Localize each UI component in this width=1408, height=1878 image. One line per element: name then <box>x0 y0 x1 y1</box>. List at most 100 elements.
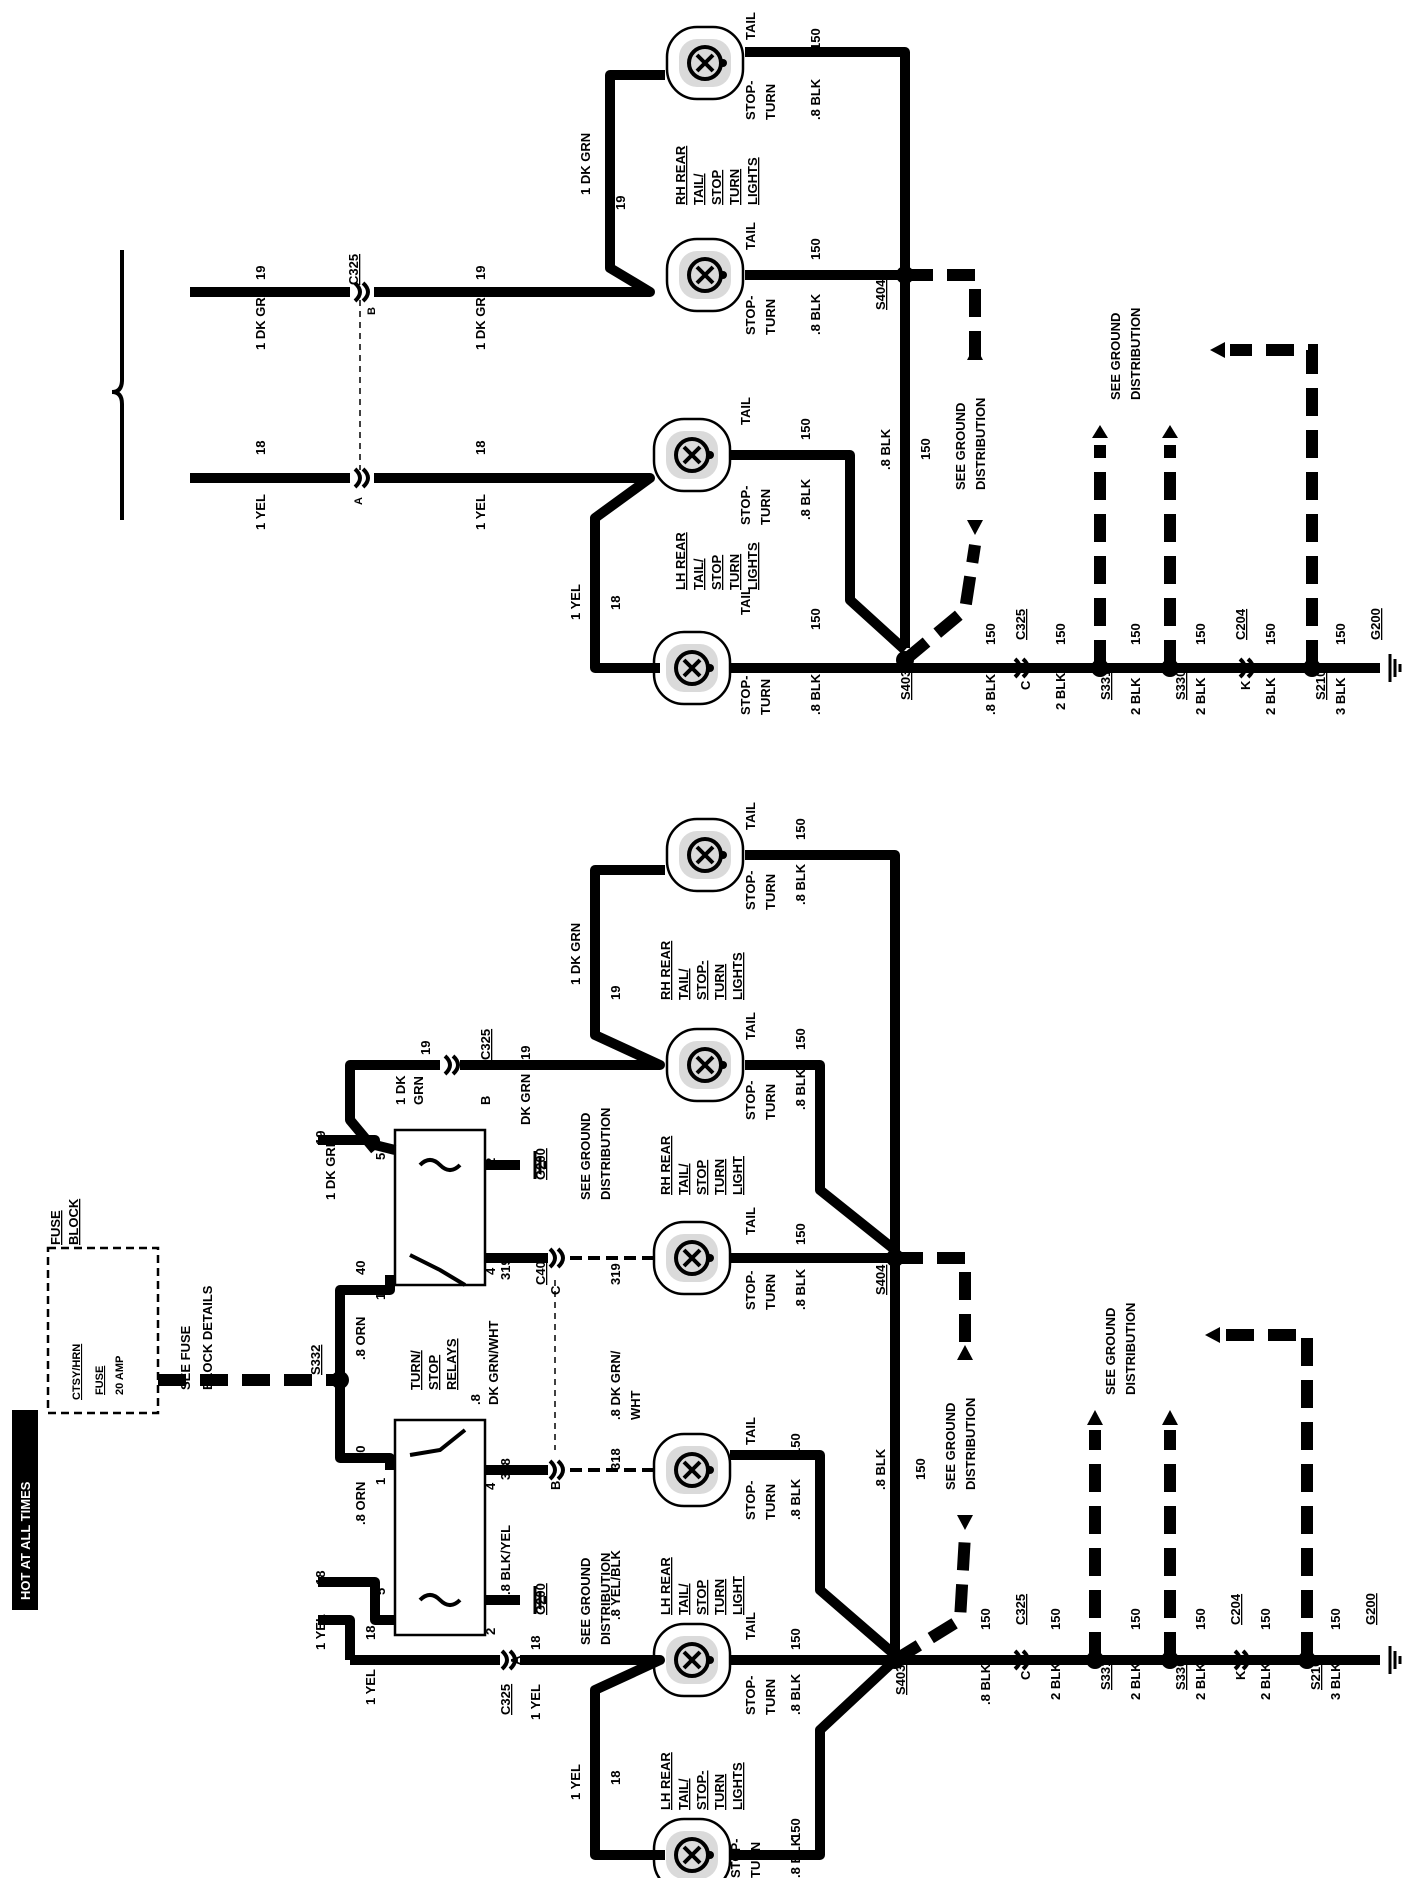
label-left-lh_rear-1: TAIL/ <box>676 1778 691 1810</box>
label-right-circuit_19: 19 <box>473 266 488 280</box>
label-right-wire_1yel: 1 YEL <box>568 584 583 620</box>
label-right-stop: STOP- <box>743 296 758 336</box>
label-left-wire_8dkgrnwht-0: .8 DK GRN/ <box>608 1350 623 1420</box>
label-right-wire_8blk: .8 BLK <box>808 673 823 715</box>
label-left-lh_rear2-3: TURN <box>712 1579 727 1615</box>
label-right-wire_2blk: 2 BLK <box>1053 672 1068 710</box>
label-left-pin_B: B <box>548 1481 563 1490</box>
label-right-tail: TAIL <box>738 587 753 615</box>
label-right-wire_8blk: .8 BLK <box>798 478 813 520</box>
label-right-lh_rear-0: LH REAR <box>673 532 688 590</box>
label-left-wire_8blk: .8 BLK <box>793 1068 808 1110</box>
label-left-wire_dkgrn_top-1: GRN <box>411 1076 426 1105</box>
label-right-circuit_150: 150 <box>808 28 823 50</box>
label-right-circuit_150: 150 <box>1333 623 1348 645</box>
label-left-circuit_150: 150 <box>1328 1608 1343 1630</box>
lamp-lh-outer <box>652 630 732 706</box>
wire-1-yel-to-lh <box>374 473 660 673</box>
label-left-see_fuse-0: SEE FUSE <box>178 1325 193 1390</box>
label-left-tail: TAIL <box>743 1207 758 1235</box>
label-right-ground_g200: G200 <box>1368 608 1383 640</box>
label-left-circuit_150: 150 <box>793 1028 808 1050</box>
label-right-see_ground-1: DISTRIBUTION <box>973 398 988 490</box>
connector-c403-b <box>548 1459 565 1481</box>
label-left-see_ground-1: DISTRIBUTION <box>1123 1303 1138 1395</box>
label-left-splice_s332: S332 <box>308 1345 323 1375</box>
label-left-tail: TAIL <box>743 1612 758 1640</box>
label-right-see_ground-0: SEE GROUND <box>953 403 968 490</box>
label-left-splice_s403: S403 <box>893 1665 908 1695</box>
label-left-fuse_block_title-1: BLOCK <box>66 1198 81 1245</box>
trailer-diagram-lower <box>46 817 1402 1878</box>
label-left-see_ground-1: DISTRIBUTION <box>598 1553 613 1645</box>
label-left-wire_1dkgrn: 1 DK GRN <box>323 1138 338 1200</box>
label-right-wire_1dkgrn: 1 DK GRN <box>473 288 488 350</box>
label-right-rh_rear-1: TAIL/ <box>691 173 706 205</box>
wire-1-dkgrn-to-rh <box>374 70 665 297</box>
hot-at-all-times-tab <box>12 1410 38 1610</box>
fuse-block <box>46 1246 160 1415</box>
label-left-lh_rear-0: LH REAR <box>658 1752 673 1810</box>
label-right-stop: STOP- <box>743 81 758 121</box>
label-left-rh_rear-4: LIGHT <box>730 1156 745 1195</box>
label-right-rh_rear-2: STOP <box>709 170 724 205</box>
label-right-tail: TAIL <box>738 397 753 425</box>
label-left-wire_1yel: 1 YEL <box>528 1684 543 1720</box>
label-left-lh_rear2-0: LH REAR <box>658 1557 673 1615</box>
label-left-relay_mid_wire-1: DK GRN/WHT <box>486 1320 501 1405</box>
label-left-tail: TAIL <box>743 1012 758 1040</box>
label-left-splice_s331: S331 <box>1098 1660 1113 1690</box>
label-left-wire_1yel: 1 YEL <box>363 1669 378 1705</box>
label-left-relay_label-2: RELAYS <box>444 1338 459 1390</box>
ground-g200-lower <box>1388 1644 1402 1676</box>
label-right-stop: STOP- <box>738 486 753 526</box>
ground-g200-upper <box>1388 652 1402 684</box>
label-left-rh_rear2-2: STOP- <box>694 961 709 1001</box>
label-left-wire_2blk: 2 BLK <box>1048 1662 1063 1700</box>
label-left-turn: TURN <box>748 1842 763 1878</box>
label-left-conn_c325: C325 <box>1013 1594 1028 1625</box>
label-right-turn: TURN <box>763 84 778 120</box>
label-right-wire_2blk: 2 BLK <box>1193 677 1208 715</box>
label-left-tail: TAIL <box>743 1417 758 1445</box>
label-left-conn_c403: C403 <box>533 1254 548 1285</box>
label-right-circuit_150: 150 <box>1263 623 1278 645</box>
label-right-pin_A: A <box>353 497 365 505</box>
label-left-circuit_19: 19 <box>313 1131 328 1145</box>
label-left-splice_s404: S404 <box>873 1264 888 1295</box>
label-left-fuse_rating: 20 AMP <box>114 1356 126 1395</box>
label-left-rh_rear2-4: LIGHTS <box>730 952 745 1000</box>
connector-c403-c <box>548 1247 565 1269</box>
label-right-pin_C: C <box>1018 680 1033 690</box>
label-left-turn: TURN <box>763 1679 778 1715</box>
label-left-rh_rear-3: TURN <box>712 1159 727 1195</box>
lamp-rh-inner-lower <box>665 1027 745 1103</box>
label-left-pin_B: B <box>478 1096 493 1105</box>
label-right-circuit_150: 150 <box>1193 623 1208 645</box>
label-left-conn_c204: C204 <box>1228 1593 1243 1625</box>
label-left-rh_rear2-1: TAIL/ <box>676 968 691 1000</box>
label-left-circuit_19: 19 <box>418 1041 433 1055</box>
label-left-wire_8blk: .8 BLK <box>793 1268 808 1310</box>
label-right-circuit_150: 150 <box>1128 623 1143 645</box>
label-left-rh_rear2-0: RH REAR <box>658 940 673 1000</box>
label-right-lh_rear-3: TURN <box>727 554 742 590</box>
label-left-circuit_18: 18 <box>608 1771 623 1785</box>
label-left-circuit_319: 319 <box>498 1258 513 1280</box>
label-left-conn_c325: C325 <box>498 1684 513 1715</box>
label-left-pin_5: 5 <box>373 1153 388 1160</box>
label-left-relay_label-0: TURN/ <box>408 1350 423 1390</box>
label-left-rh_rear-2: STOP <box>694 1160 709 1195</box>
label-left-lh_rear2-2: STOP <box>694 1580 709 1615</box>
label-right-circuit_150: 150 <box>1053 623 1068 645</box>
label-left-wire_1dkgrn: 1 DK GRN <box>568 923 583 985</box>
label-right-conn_c325: C325 <box>1013 609 1028 640</box>
label-right-wire_2blk: 2 BLK <box>1263 677 1278 715</box>
lamp-rh-stop-lower <box>652 1220 732 1296</box>
label-left-conn_c325: C325 <box>478 1029 493 1060</box>
label-left-circuit_150: 150 <box>788 1818 803 1840</box>
label-left-wire_8blk: .8 BLK <box>978 1663 993 1705</box>
label-left-ground_g200: G200 <box>533 1583 548 1615</box>
label-left-pin_4: 4 <box>483 1267 498 1275</box>
